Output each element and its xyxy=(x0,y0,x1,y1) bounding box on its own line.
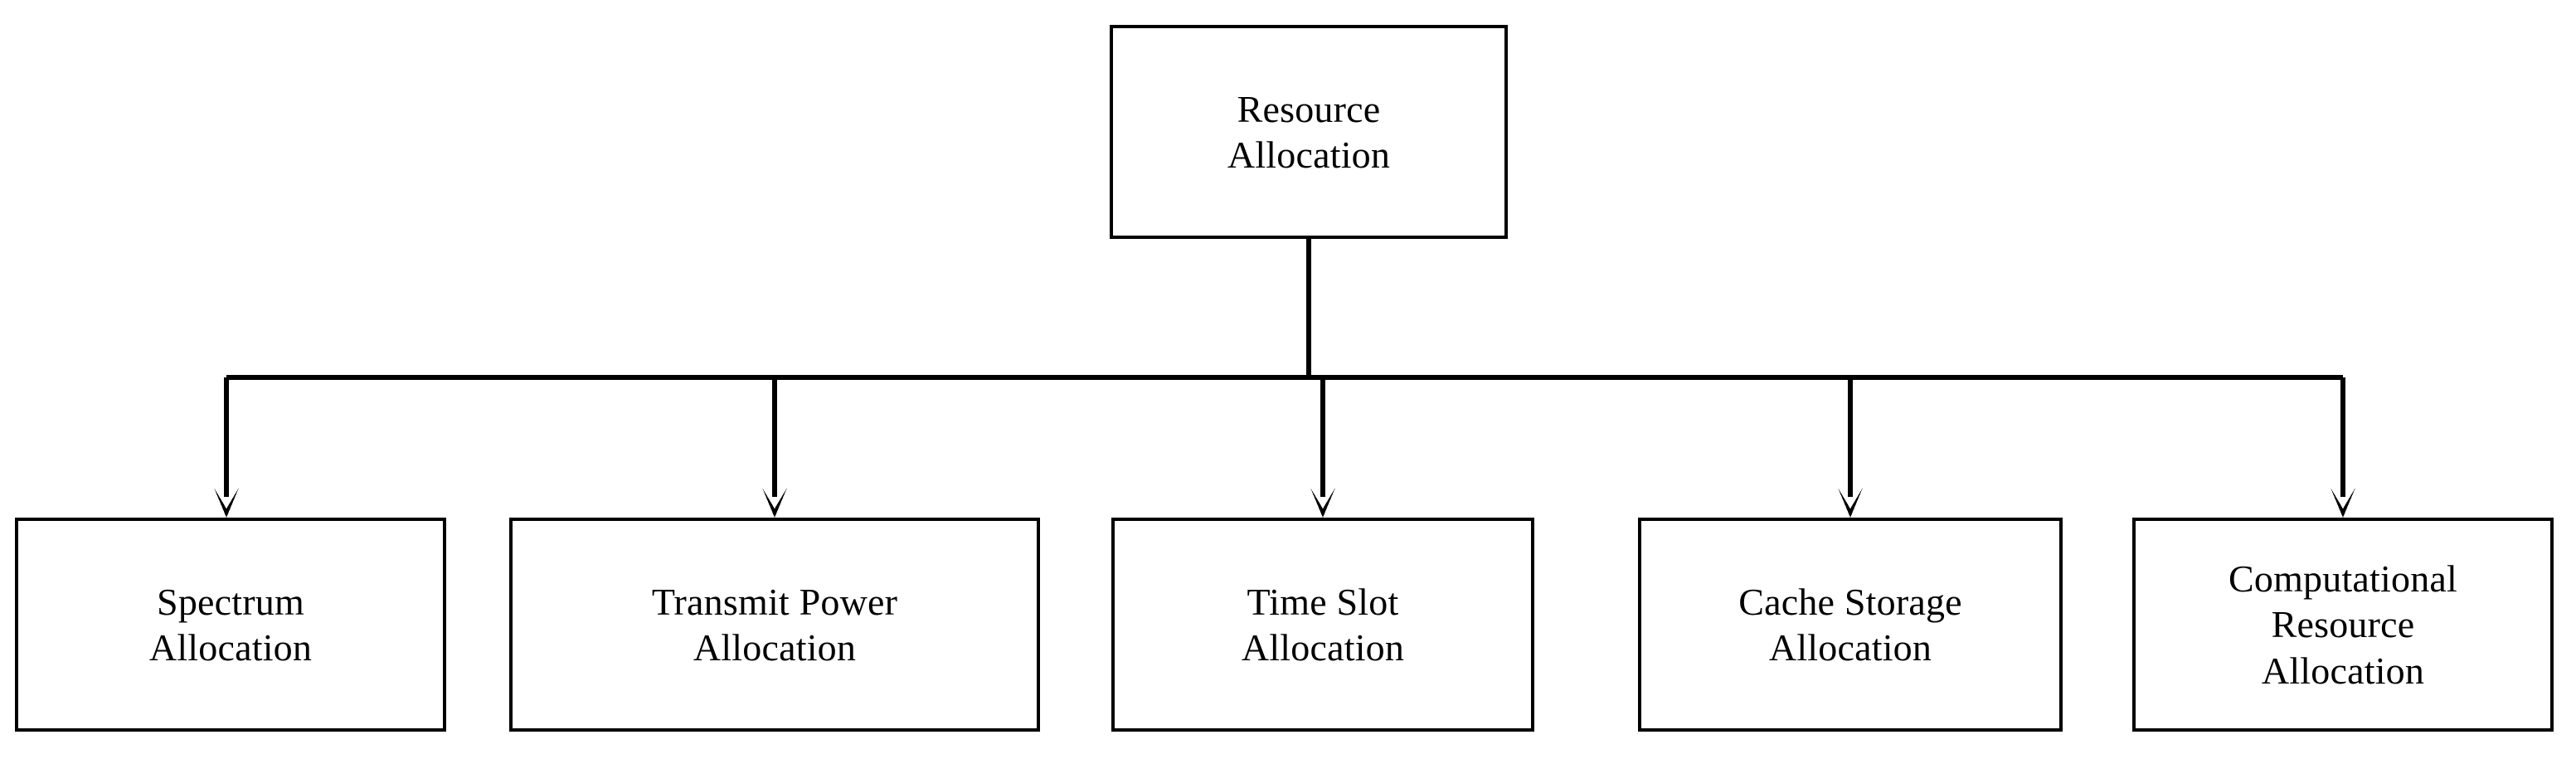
arrowhead-4 xyxy=(2331,488,2355,518)
node-computational-resource-allocation[interactable]: Computational Resource Allocation xyxy=(2132,518,2554,732)
node-label-cache-storage-allocation: Cache Storage Allocation xyxy=(1738,580,1962,669)
node-time-slot-allocation[interactable]: Time Slot Allocation xyxy=(1111,518,1534,732)
node-resource-allocation[interactable]: Resource Allocation xyxy=(1110,25,1508,239)
node-label-transmit-power-allocation: Transmit Power Allocation xyxy=(651,580,898,669)
node-label-time-slot-allocation: Time Slot Allocation xyxy=(1241,580,1405,669)
node-label-spectrum-allocation: Spectrum Allocation xyxy=(148,580,313,669)
arrowhead-0 xyxy=(214,488,239,518)
node-cache-storage-allocation[interactable]: Cache Storage Allocation xyxy=(1638,518,2063,732)
node-transmit-power-allocation[interactable]: Transmit Power Allocation xyxy=(509,518,1040,732)
node-label-computational-resource-allocation: Computational Resource Allocation xyxy=(2228,557,2458,692)
arrowhead-3 xyxy=(1838,488,1863,518)
arrowhead-2 xyxy=(1310,488,1335,518)
node-spectrum-allocation[interactable]: Spectrum Allocation xyxy=(15,518,446,732)
node-label-resource-allocation: Resource Allocation xyxy=(1227,87,1391,176)
arrowhead-1 xyxy=(762,488,787,518)
